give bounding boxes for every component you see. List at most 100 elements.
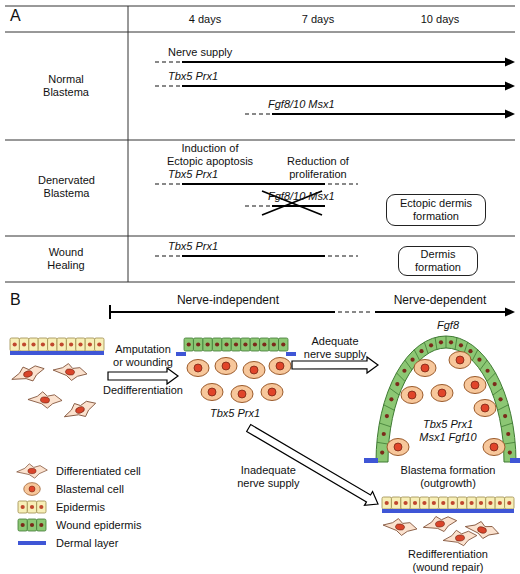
- panel-letter: B: [10, 290, 30, 309]
- epidermis-cell-nucleus: [422, 501, 426, 505]
- cell-nucleus: [268, 388, 276, 396]
- wound-epidermis-nucleus: [485, 369, 489, 373]
- box-text: Ectopic dermis formation: [391, 197, 481, 223]
- cell-body: [449, 352, 471, 369]
- differentiated-cell: [382, 516, 418, 538]
- time-header: 10 days: [410, 13, 470, 26]
- epidermis-cell-nucleus: [13, 342, 17, 346]
- row-label: Denervated Blastema: [29, 174, 104, 200]
- wound-epidermis-nucleus: [498, 397, 502, 401]
- process-label: Amputation or wounding: [110, 343, 176, 369]
- cell-nucleus: [408, 391, 416, 399]
- cell-nucleus: [276, 362, 284, 370]
- cell-border: [493, 388, 503, 395]
- epidermis-cell-nucleus: [403, 501, 407, 505]
- wound-epidermis-nucleus: [493, 382, 497, 386]
- cell-border: [414, 350, 419, 361]
- blastemal-cell: [483, 439, 505, 456]
- phase-label: Nerve-independent: [158, 293, 298, 308]
- cell-body: [187, 360, 209, 377]
- wound-epidermis-cell: [260, 338, 269, 351]
- epidermis-cell-nucleus: [21, 505, 25, 509]
- wound-epidermis-cell: [222, 338, 231, 351]
- blastemal-cell: [243, 362, 265, 379]
- wound-epidermis-cell: [269, 338, 278, 351]
- table-rule: [5, 6, 515, 7]
- cell-nucleus: [421, 364, 429, 372]
- timeline-dashed: [155, 85, 182, 87]
- table-rule: [5, 32, 515, 33]
- wound-epidermis-nucleus: [449, 340, 453, 344]
- gene-label: Tbx5 Prx1: [168, 70, 268, 83]
- wound-epidermis-nucleus: [382, 432, 386, 436]
- timeline-dashed: [155, 183, 182, 185]
- epidermis-cell: [19, 338, 28, 351]
- wound-epidermis-cell-nucleus: [281, 342, 285, 346]
- blastemal-cell: [269, 358, 291, 375]
- cell-nucleus: [28, 468, 36, 473]
- phase-label: Nerve-dependent: [370, 293, 510, 308]
- epidermis-cell: [382, 497, 391, 509]
- legend-color: [18, 541, 46, 545]
- epidermis-cell-nucleus: [394, 501, 398, 505]
- cell-nucleus: [477, 526, 487, 534]
- epidermis-cell: [486, 497, 495, 509]
- time-header: 4 days: [175, 13, 235, 26]
- cell-border: [480, 360, 487, 370]
- timeline-dashed: [245, 113, 272, 115]
- cell-border: [405, 360, 412, 370]
- time-header: 7 days: [288, 13, 348, 26]
- wound-epidermis-cell: [279, 338, 288, 351]
- timeline: [272, 113, 507, 115]
- cell-body: [442, 529, 477, 548]
- wound-epidermis-cell-nucleus: [21, 523, 25, 527]
- dermal-layer: [286, 352, 296, 356]
- wound-epidermis-cell-nucleus: [30, 523, 34, 527]
- table-rule: [5, 140, 515, 141]
- cell-nucleus: [490, 443, 498, 451]
- wound-epidermis-cap: [376, 336, 516, 462]
- process-label: Dedifferentiation: [98, 384, 188, 397]
- legend-item: Wound epidermis: [14, 516, 141, 534]
- cell-nucleus: [238, 390, 246, 398]
- wound-epidermis-nucleus: [380, 450, 384, 454]
- timeline: [182, 85, 507, 87]
- cell-body: [231, 386, 253, 403]
- epidermis-cell-nucleus: [88, 342, 92, 346]
- epidermis-cell: [495, 497, 504, 509]
- timeline-label: Nerve supply: [168, 46, 288, 59]
- phase-line: [110, 311, 335, 313]
- cell-border: [384, 405, 395, 410]
- legend-text: Epidermis: [56, 501, 105, 514]
- epidermis-cell: [85, 338, 94, 351]
- wound-epidermis-cell-nucleus: [253, 342, 257, 346]
- arrow-label: Adequate nerve supply: [299, 335, 371, 361]
- legend-item: Blastemal cell: [14, 480, 141, 498]
- blastemal-cell: [187, 360, 209, 377]
- gene-label: Tbx5 Prx1: [168, 168, 268, 181]
- cell-body: [10, 362, 47, 386]
- epidermis-cell: [505, 497, 514, 509]
- phase-line-dashed: [338, 311, 372, 313]
- row-label: Normal Blastema: [36, 73, 96, 99]
- arrow-head: [505, 110, 515, 119]
- wound-epidermis-cell: [18, 519, 27, 531]
- epidermis-cell-nucleus: [432, 501, 436, 505]
- cell-body: [261, 384, 283, 401]
- epidermis-cell: [48, 338, 57, 351]
- cell-nucleus: [456, 356, 464, 364]
- event-note: Induction of Ectopic apoptosis: [165, 142, 255, 168]
- wound-epidermis-nucleus: [468, 349, 472, 353]
- epidermis-cell: [27, 501, 36, 513]
- wound-epidermis-cell: [193, 338, 202, 351]
- wound-epidermis-cell: [241, 338, 250, 351]
- epidermis-cell-nucleus: [469, 501, 473, 505]
- table-rule: [5, 236, 515, 237]
- wound-epidermis-nucleus: [402, 369, 406, 373]
- cell-nucleus: [29, 486, 35, 492]
- wound-epidermis-cell-nucleus: [206, 342, 210, 346]
- dermal-layer: [10, 351, 104, 355]
- cell-body: [414, 360, 436, 377]
- epidermis-cell: [429, 497, 438, 509]
